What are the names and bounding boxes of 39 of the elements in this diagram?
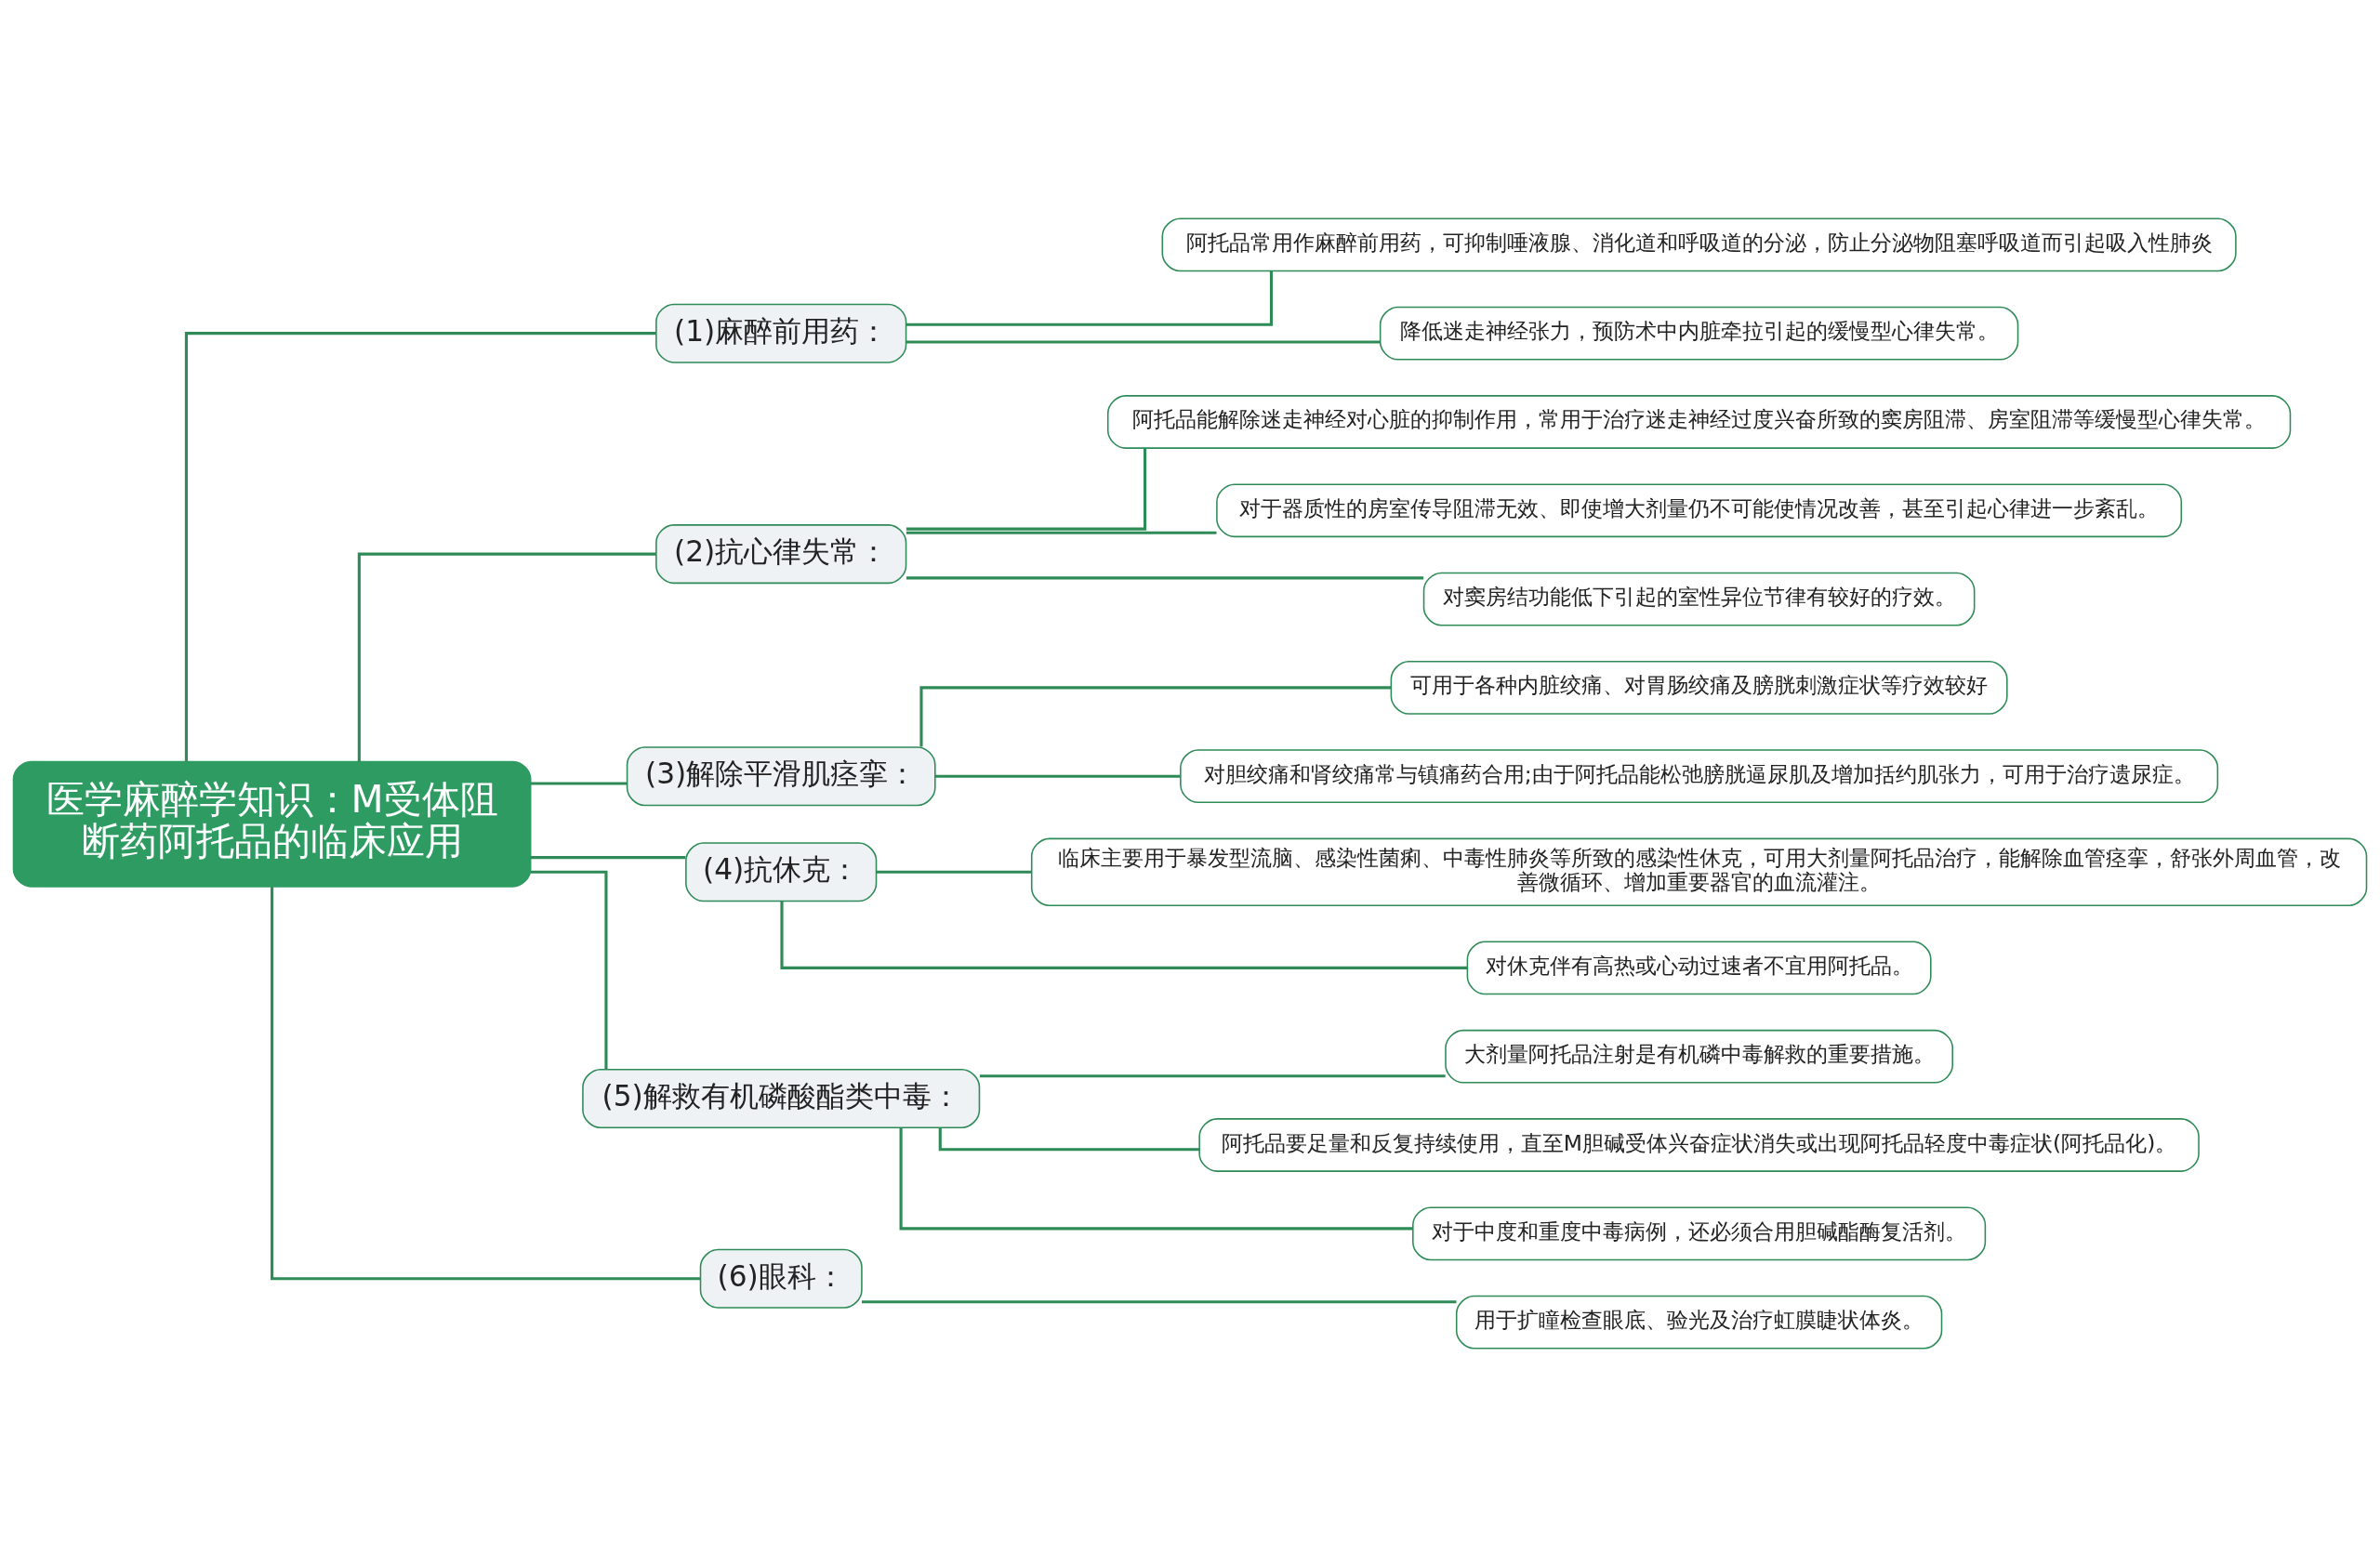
- node-box: 对胆绞痛和肾绞痛常与镇痛药合用;由于阿托品能松弛膀胱逼尿肌及增加括约肌张力，可用于治疗遗尿症。: [1180, 749, 2219, 804]
- node-box: (1)麻醉前用药：: [655, 303, 907, 363]
- connector: [938, 1127, 1199, 1152]
- node-box: 医学麻醉学知识：M受体阻断药阿托品的临床应用: [12, 760, 532, 888]
- node-box: 阿托品能解除迷走神经对心脏的抑制作用，常用于治疗迷走神经过度兴奋所致的窦房阻滞、房室阻滞等缓慢型心律失常。: [1106, 395, 2292, 449]
- node-box: 用于扩瞳检查眼底、验光及治疗虹膜睫状体炎。: [1455, 1295, 1943, 1350]
- node-box: 临床主要用于暴发型流脑、感染性菌痢、中毒性肺炎等所致的感染性休克，可用大剂量阿托品治疗，能解除血管痉挛，舒张外周血管，改善微循环、增加重要器官的血流灌注。: [1030, 837, 2368, 906]
- node-box: (6)眼科：: [699, 1248, 863, 1309]
- connector: [899, 1127, 1413, 1231]
- connector: [861, 1300, 1457, 1304]
- node-box: (3)解除平滑肌痉挛：: [626, 746, 936, 807]
- node-box: 可用于各种内脏绞痛、对胃肠绞痛及膀胱刺激症状等疗效较好: [1390, 661, 2008, 715]
- connector: [906, 576, 1424, 580]
- connector: [530, 782, 628, 785]
- connector: [979, 1074, 1446, 1078]
- node-box: 大剂量阿托品注射是有机磷中毒解救的重要措施。: [1445, 1029, 1953, 1084]
- node-box: 对于中度和重度中毒病例，还必须合用胆碱酯酶复活剂。: [1412, 1206, 1987, 1261]
- connector: [530, 870, 608, 1070]
- node-box: (2)抗心律失常：: [655, 524, 907, 585]
- connector: [906, 448, 1147, 531]
- connector: [780, 901, 1467, 969]
- connector: [876, 870, 1032, 874]
- connector: [906, 270, 1274, 326]
- node-box: 对窦房结功能低下引起的室性异位节律有较好的疗效。: [1422, 572, 1976, 626]
- node-box: 阿托品常用作麻醉前用药，可抑制唾液腺、消化道和呼吸道的分泌，防止分泌物阻塞呼吸道而引起吸入性肺炎: [1161, 217, 2237, 272]
- node-box: 降低迷走神经张力，预防术中内脏牵拉引起的缓慢型心律失常。: [1379, 306, 2019, 361]
- connector: [906, 340, 1381, 344]
- connector: [357, 552, 656, 762]
- connector: [935, 774, 1181, 778]
- node-box: 阿托品要足量和反复持续使用，直至M胆碱受体兴奋症状消失或出现阿托品轻度中毒症状(阿托品化)。: [1198, 1118, 2200, 1172]
- connector: [906, 531, 1217, 534]
- connector: [271, 887, 701, 1281]
- connector: [530, 856, 686, 860]
- node-box: 对于器质性的房室传导阻滞无效、即使增大剂量仍不可能使情况改善，甚至引起心律进一步紊乱。: [1216, 483, 2183, 538]
- connector: [184, 332, 656, 762]
- node-box: 对休克伴有高热或心动过速者不宜用阿托品。: [1466, 941, 1932, 995]
- connector: [919, 686, 1392, 747]
- node-box: (4)抗休克：: [685, 842, 878, 902]
- node-box: (5)解救有机磷酸酯类中毒：: [582, 1069, 981, 1129]
